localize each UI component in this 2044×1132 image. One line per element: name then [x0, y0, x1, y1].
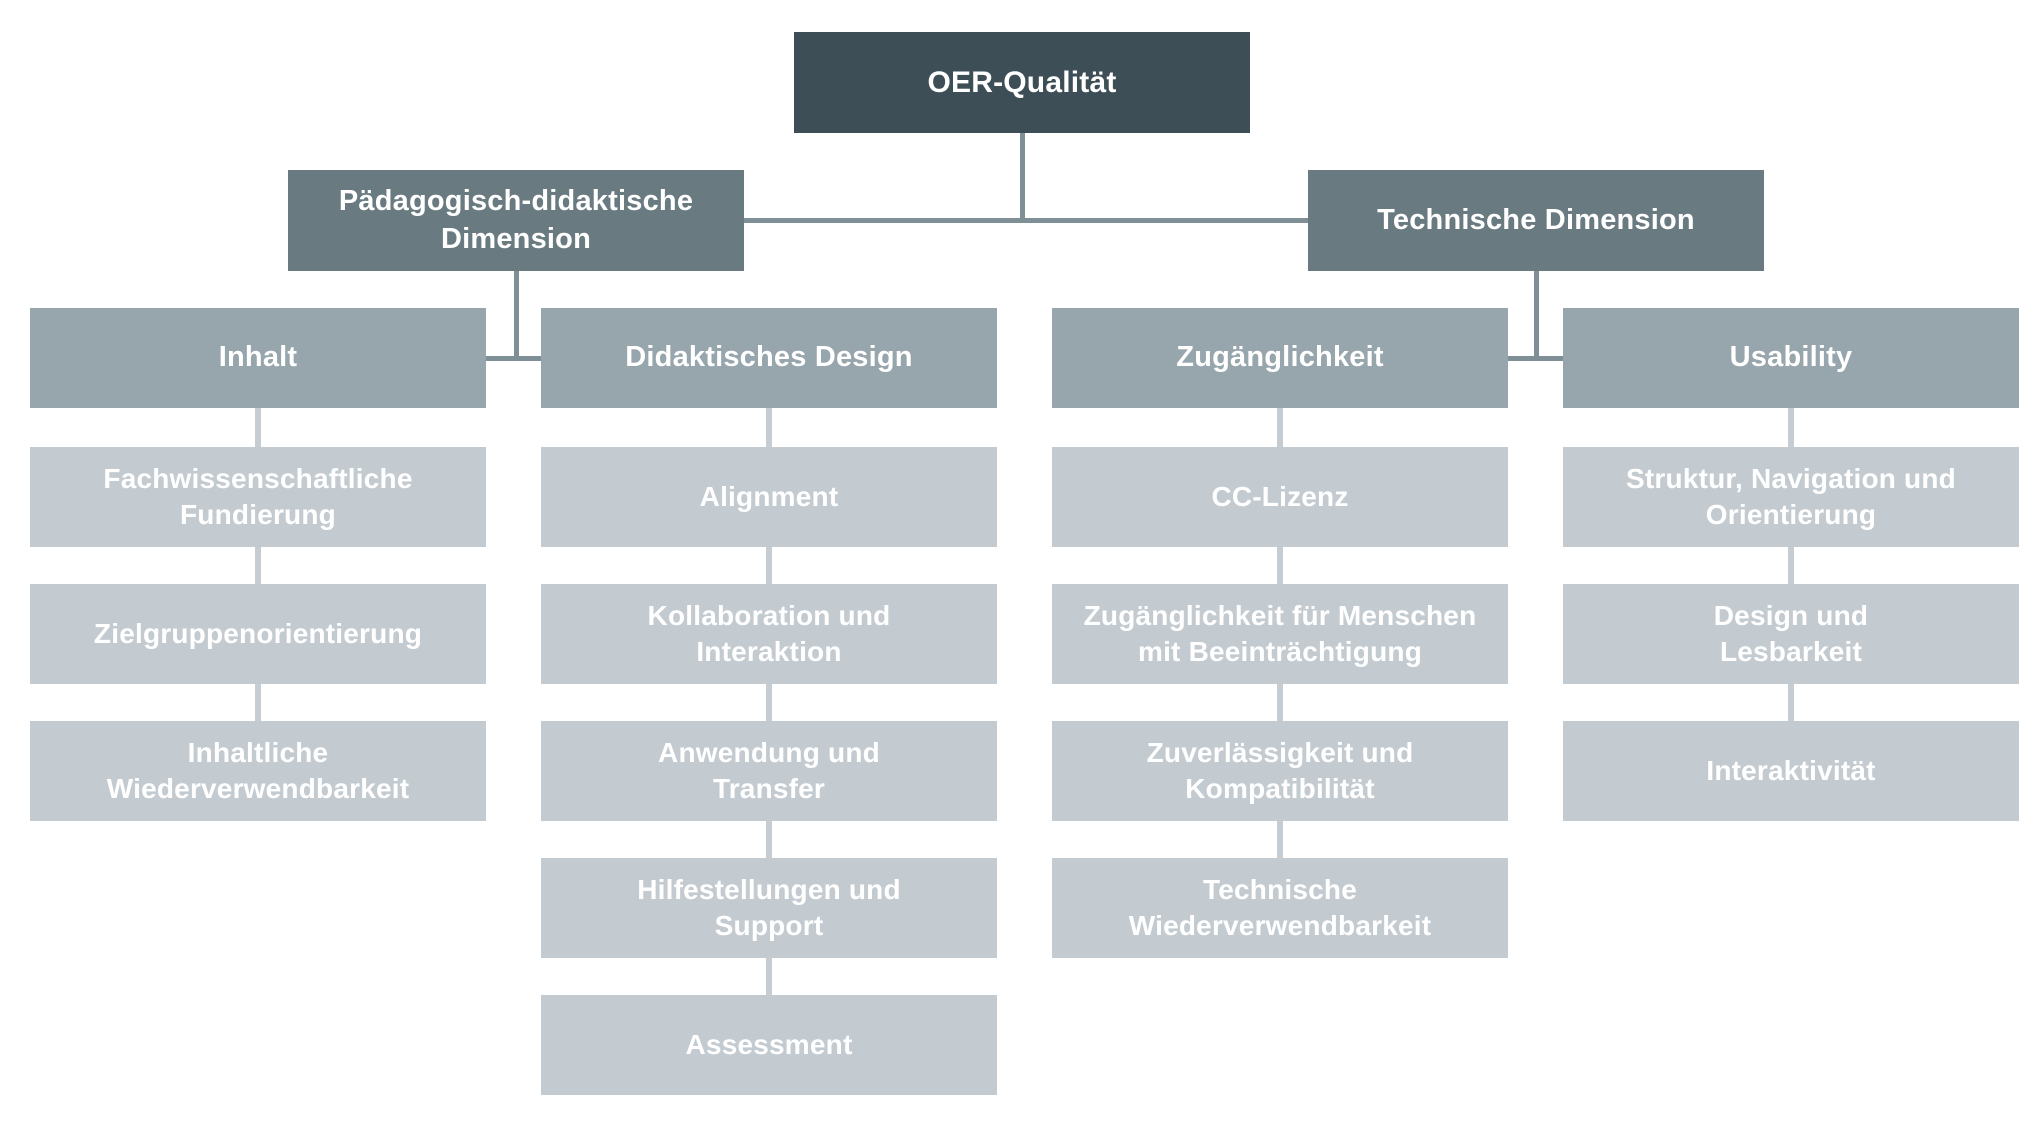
node-zielgruppenorientierung: Zielgruppenorientierung — [30, 584, 486, 684]
connector-dim2-horizontal — [1508, 356, 1563, 361]
node-didaktisches-design: Didaktisches Design — [541, 308, 997, 408]
connector-col2-gap0 — [766, 408, 772, 447]
connector-col3-gap3 — [1277, 821, 1283, 858]
node-kollaboration-und-interaktion: Kollaboration und Interaktion — [541, 584, 997, 684]
node-hilfestellungen-und-support: Hilfestellungen und Support — [541, 858, 997, 958]
node-design-und-lesbarkeit: Design und Lesbarkeit — [1563, 584, 2019, 684]
connector-col3-gap1 — [1277, 547, 1283, 584]
connector-col3-gap0 — [1277, 408, 1283, 447]
node-assessment: Assessment — [541, 995, 997, 1095]
connector-col2-gap4 — [766, 958, 772, 995]
node-technische-dimension: Technische Dimension — [1308, 170, 1764, 271]
node-inhalt: Inhalt — [30, 308, 486, 408]
node-cc-lizenz: CC-Lizenz — [1052, 447, 1508, 547]
connector-dim1-horizontal — [486, 356, 541, 361]
node-paedagogisch-didaktische-dimension: Pädagogisch-didaktische Dimension — [288, 170, 744, 271]
node-alignment: Alignment — [541, 447, 997, 547]
connector-col4-gap2 — [1788, 684, 1794, 721]
connector-col1-gap1 — [255, 547, 261, 584]
node-zugaenglichkeit: Zugänglichkeit — [1052, 308, 1508, 408]
connector-col2-gap1 — [766, 547, 772, 584]
connector-root-vertical — [1020, 133, 1025, 223]
connector-col1-gap0 — [255, 408, 261, 447]
node-anwendung-und-transfer: Anwendung und Transfer — [541, 721, 997, 821]
connector-col3-gap2 — [1277, 684, 1283, 721]
node-technische-wiederverwendbarkeit: Technische Wiederverwendbarkeit — [1052, 858, 1508, 958]
connector-dim1-vertical — [514, 271, 519, 361]
connector-col4-gap1 — [1788, 547, 1794, 584]
connector-dim2-vertical — [1534, 271, 1539, 361]
node-struktur-navigation-und-orientierung: Struktur, Navigation und Orientierung — [1563, 447, 2019, 547]
node-zuverlaessigkeit-und-kompatibilitaet: Zuverlässigkeit und Kompatibilität — [1052, 721, 1508, 821]
node-inhaltliche-wiederverwendbarkeit: Inhaltliche Wiederverwendbarkeit — [30, 721, 486, 821]
node-oer-qualitaet: OER-Qualität — [794, 32, 1250, 133]
connector-col1-gap2 — [255, 684, 261, 721]
node-interaktivitaet: Interaktivität — [1563, 721, 2019, 821]
node-fachwissenschaftliche-fundierung: Fachwissenschaftliche Fundierung — [30, 447, 486, 547]
connector-col4-gap0 — [1788, 408, 1794, 447]
node-zugaenglichkeit-fuer-menschen-mit-beeintraechtigung: Zugänglichkeit für Menschen mit Beeinträ… — [1052, 584, 1508, 684]
node-usability: Usability — [1563, 308, 2019, 408]
connector-root-horizontal — [744, 218, 1308, 223]
connector-col2-gap3 — [766, 821, 772, 858]
connector-col2-gap2 — [766, 684, 772, 721]
